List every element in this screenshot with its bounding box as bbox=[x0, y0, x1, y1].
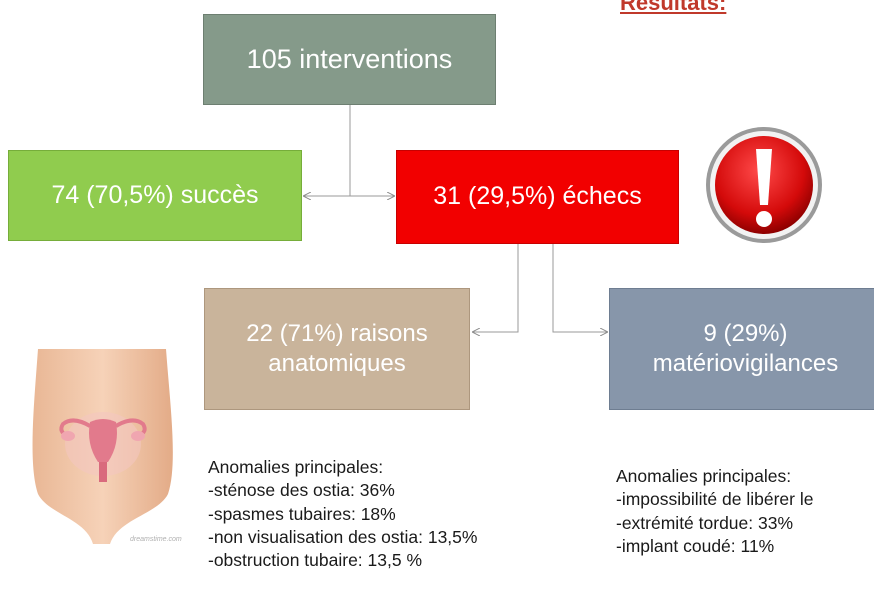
node-total-interventions: 105 interventions bbox=[203, 14, 496, 105]
slide-title: Résultats: bbox=[620, 0, 727, 15]
anomaly-item: -impossibilité de libérer le bbox=[616, 489, 814, 510]
watermark: dreamstime.com bbox=[130, 536, 182, 543]
anomalies-left: Anomalies principales: -sténose des osti… bbox=[208, 456, 477, 572]
node-materiovigilance: 9 (29%) matériovigilances bbox=[609, 288, 874, 410]
node-failure: 31 (29,5%) échecs bbox=[396, 150, 679, 244]
node-anatomic-reasons: 22 (71%) raisons anatomiques bbox=[204, 288, 470, 410]
uterus-illustration bbox=[32, 349, 173, 544]
anomalies-left-heading: Anomalies principales: bbox=[208, 457, 384, 477]
connector-to-materiovigilance bbox=[552, 244, 607, 332]
anomaly-item: -implant coudé: 11% bbox=[616, 535, 775, 556]
connector-to-anatomic bbox=[473, 244, 519, 332]
anomalies-right-heading: Anomalies principales: bbox=[616, 466, 792, 486]
anomaly-item: -extrémité tordue: 33% bbox=[616, 512, 794, 533]
anomalies-right: Anomalies principales: -impossibilité de… bbox=[616, 465, 813, 558]
anomaly-item: -spasmes tubaires: 18% bbox=[208, 503, 396, 524]
anomaly-item: -obstruction tubaire: 13,5 % bbox=[208, 550, 423, 571]
exclamation-warning-icon bbox=[706, 127, 822, 243]
anomaly-item: -sténose des ostia: 36% bbox=[208, 480, 395, 501]
anomaly-item: -non visualisation des ostia: 13,5% bbox=[208, 526, 478, 547]
node-success: 74 (70,5%) succès bbox=[8, 150, 302, 241]
